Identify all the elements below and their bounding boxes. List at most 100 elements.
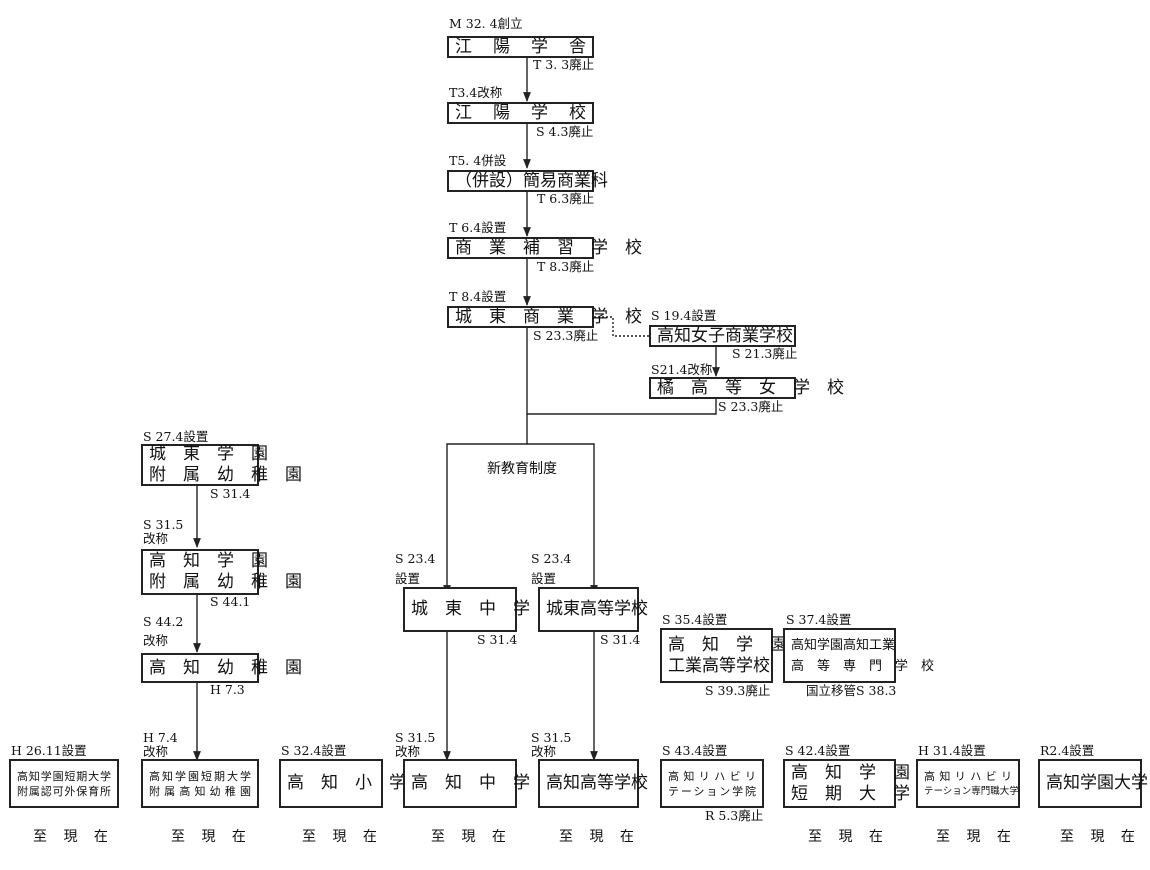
label-h7-3: H 7.3 xyxy=(210,682,245,697)
box-line: 高知学園大学 xyxy=(1046,773,1148,793)
label-setchi-chu: 設置 xyxy=(395,571,421,586)
kochi-yochien-box: 高 知 幼 稚 園 xyxy=(141,653,302,683)
joto-koto-gakko-box: 城東高等学校 xyxy=(538,587,648,632)
box-line: テーション学院 xyxy=(668,784,756,798)
box-line: 高 知 学 園 xyxy=(668,634,787,655)
label-t6-3-abolished: T 6.3廃止 xyxy=(537,191,595,206)
label-s23-3-abolished-joto: S 23.3廃止 xyxy=(533,328,599,343)
heisetsu-kan-i-shogyoka-box: （併設）簡易商業科 xyxy=(447,170,608,192)
box-line: 高知学園高知工業 xyxy=(791,637,896,653)
current-label: 至 現 在 xyxy=(302,829,383,845)
label-s44-1: S 44.1 xyxy=(210,594,251,609)
box-line: 高 知 小 学 校 xyxy=(287,773,440,793)
label-t6-4-established: T 6.4設置 xyxy=(449,220,507,235)
label-s43-4-established: S 43.4設置 xyxy=(662,743,728,758)
joto-gakuen-fuzoku-yochien-box: 城 東 学 園 附 属 幼 稚 園 xyxy=(141,444,302,486)
box-line: 城東高等学校 xyxy=(546,599,648,619)
box-line: 附 属 幼 稚 園 xyxy=(149,465,302,485)
current-label: 至 現 在 xyxy=(808,829,889,845)
label-shin-kyoiku-seido: 新教育制度 xyxy=(487,461,557,477)
box-line: 橘 高 等 女 学 校 xyxy=(657,377,844,398)
label-kokuritsu-iko: 国立移管S 38.3 xyxy=(806,683,897,698)
label-h31-4-established: H 31.4設置 xyxy=(918,743,986,758)
joto-shogyo-gakko-box: 城 東 商 業 学 校 xyxy=(447,306,642,328)
box-line: 高知女子商業学校 xyxy=(657,325,793,346)
box-line: 附属高知幼稚園 xyxy=(149,784,251,798)
kochi-rehabilitation-senmonshoku-daigaku-box: 高知リハビリ テーション専門職大学 xyxy=(916,759,1020,808)
label-s21-4-renamed: S21.4改称 xyxy=(651,362,713,377)
box-line: 高 知 幼 稚 園 xyxy=(149,657,302,678)
kochi-joshi-shogyo-box: 高知女子商業学校 xyxy=(649,325,796,347)
box-line: 江 陽 学 校 xyxy=(455,102,586,123)
label-t8-3-abolished: T 8.3廃止 xyxy=(537,259,595,274)
label-s35-4-established: S 35.4設置 xyxy=(662,612,728,627)
label-s23-3-abolished-tachibana: S 23.3廃止 xyxy=(718,399,784,414)
box-line: 高知学園短期大学 xyxy=(149,769,251,783)
label-s27-4-established: S 27.4設置 xyxy=(143,429,209,444)
box-line: 高 知 学 園 xyxy=(791,762,910,783)
kochi-gakuen-kogyo-koto-box: 高 知 学 園 工業高等学校 xyxy=(660,628,787,683)
label-setchi-ko: 設置 xyxy=(531,571,557,586)
box-line: 短 期 大 学 xyxy=(791,783,910,804)
koyo-gakusha-box: 江 陽 学 舎 xyxy=(447,36,594,58)
box-line: 城 東 中 学 校 xyxy=(411,599,564,619)
label-r5-3-abolished: R 5.3廃止 xyxy=(705,808,764,823)
box-line: （併設）簡易商業科 xyxy=(455,170,608,191)
label-m32-founded: M 32. 4創立 xyxy=(449,16,523,31)
label-s19-4-established: S 19.4設置 xyxy=(651,308,717,323)
label-s37-4-established: S 37.4設置 xyxy=(786,612,852,627)
box-line: 城 東 商 業 学 校 xyxy=(455,306,642,327)
kochi-koto-gakko-box: 高知高等学校 xyxy=(538,759,648,808)
box-line: 商 業 補 習 学 校 xyxy=(455,237,642,258)
box-line: 高知リハビリ xyxy=(924,769,1012,783)
label-h7-4: H 7.4 xyxy=(143,730,178,745)
box-line: 工業高等学校 xyxy=(668,655,770,676)
current-label: 至 現 在 xyxy=(171,829,252,845)
tandai-fuzoku-kochi-yochien-box: 高知学園短期大学 附属高知幼稚園 xyxy=(141,759,259,808)
label-s21-3-abolished: S 21.3廃止 xyxy=(732,346,798,361)
current-label: 至 現 在 xyxy=(936,829,1017,845)
kochi-rehabilitation-gakuin-box: 高知リハビリ テーション学院 xyxy=(660,759,764,808)
shogyo-hoshu-gakko-box: 商 業 補 習 学 校 xyxy=(447,237,642,259)
label-s31-4-yochien: S 31.4 xyxy=(210,486,251,501)
label-t3-4-renamed: T3.4改称 xyxy=(449,85,503,100)
label-s44-2: S 44.2 xyxy=(143,614,184,629)
tachibana-koto-jogakko-box: 橘 高 等 女 学 校 xyxy=(649,377,844,399)
label-kaisho-c: 改称 xyxy=(143,744,169,759)
current-label: 至 現 在 xyxy=(1060,829,1141,845)
box-line: 高 等 専 門 学 校 xyxy=(791,658,935,674)
label-s23-4-chu: S 23.4 xyxy=(395,551,436,566)
koyo-gakko-box: 江 陽 学 校 xyxy=(447,102,594,124)
label-s31-5-yochien: S 31.5 xyxy=(143,517,184,532)
label-s4-3-abolished: S 4.3廃止 xyxy=(536,124,594,139)
label-s42-4-established: S 42.4設置 xyxy=(785,743,851,758)
label-kaisho-chu: 改称 xyxy=(395,744,421,759)
kochi-gakuen-fuzoku-yochien-box: 高 知 学 園 附 属 幼 稚 園 xyxy=(141,549,302,595)
box-line: 江 陽 学 舎 xyxy=(455,36,586,57)
label-s32-4-established: S 32.4設置 xyxy=(281,743,347,758)
label-s31-5-ko: S 31.5 xyxy=(531,730,572,745)
current-label: 至 現 在 xyxy=(431,829,512,845)
label-r2-4-established: R2.4設置 xyxy=(1040,743,1095,758)
kochi-gakuen-daigaku-box: 高知学園大学 xyxy=(1038,759,1148,808)
box-line: 高 知 学 園 xyxy=(149,551,268,571)
box-line: テーション専門職大学 xyxy=(924,785,1019,797)
ninka-gai-hoikusho-box: 高知学園短期大学 附属認可外保育所 xyxy=(9,759,119,808)
box-line: 高知高等学校 xyxy=(546,773,648,793)
label-t3-3-abolished: T 3. 3廃止 xyxy=(533,57,595,72)
current-label: 至 現 在 xyxy=(33,829,114,845)
label-h26-11-established: H 26.11設置 xyxy=(11,743,87,758)
label-s23-4-ko: S 23.4 xyxy=(531,551,572,566)
kochi-shogakko-box: 高 知 小 学 校 xyxy=(279,759,440,808)
box-line: 附属認可外保育所 xyxy=(17,784,111,798)
kochi-chugakko-box: 高 知 中 学 校 xyxy=(403,759,564,808)
box-line: 高 知 中 学 校 xyxy=(411,773,564,793)
label-s31-5-chu: S 31.5 xyxy=(395,730,436,745)
label-s31-4-ko: S 31.4 xyxy=(600,632,641,647)
joto-chugakko-box: 城 東 中 学 校 xyxy=(403,587,564,632)
box-line: 高知リハビリ xyxy=(668,769,756,783)
label-t8-4-established: T 8.4設置 xyxy=(449,289,507,304)
box-line: 高知学園短期大学 xyxy=(17,769,111,783)
kochi-gakuen-tanki-daigaku-box: 高 知 学 園 短 期 大 学 xyxy=(783,759,910,808)
label-kaisho-a: 改称 xyxy=(143,531,169,546)
